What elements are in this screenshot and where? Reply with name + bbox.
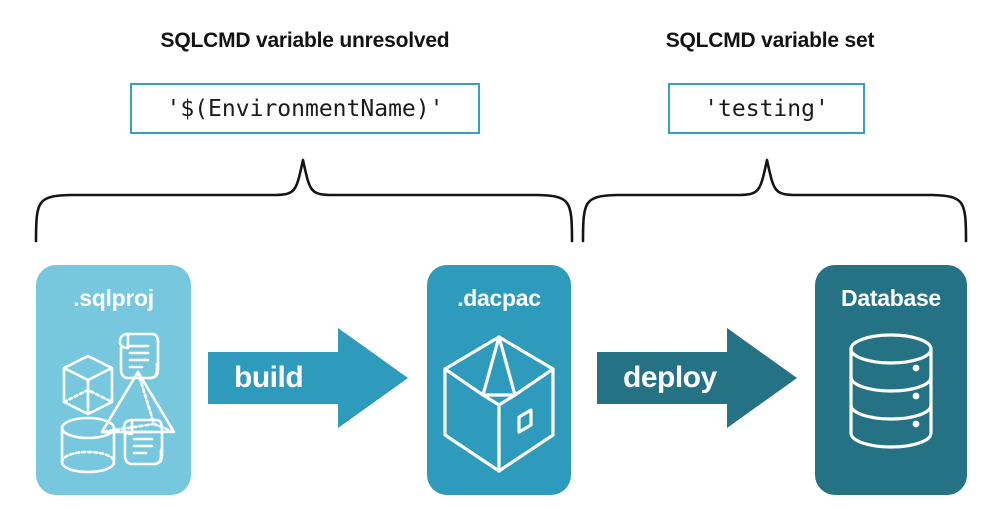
scroll-icon-bottom bbox=[122, 418, 164, 466]
arrow-deploy: deploy bbox=[597, 328, 797, 428]
node-sqlproj[interactable]: .sqlproj bbox=[36, 265, 191, 495]
arrow-deploy-shape bbox=[597, 328, 797, 428]
sqlcmd-variable-unresolved-value: '$(EnvironmentName)' bbox=[130, 83, 480, 134]
node-dacpac-label: .dacpac bbox=[457, 285, 541, 311]
sqlproj-artwork bbox=[60, 332, 176, 474]
section-title-right: SQLCMD variable set bbox=[665, 29, 875, 52]
cube-icon bbox=[62, 354, 114, 416]
scroll-icon-top bbox=[118, 332, 160, 380]
cylinder-icon bbox=[60, 416, 116, 474]
brace-left bbox=[34, 158, 574, 243]
section-title-left: SQLCMD variable unresolved bbox=[160, 29, 450, 52]
package-box-icon bbox=[443, 335, 555, 473]
brace-right bbox=[581, 158, 968, 243]
sqlcmd-variable-set-value: 'testing' bbox=[668, 83, 865, 134]
node-database[interactable]: Database bbox=[815, 265, 967, 495]
node-database-label: Database bbox=[841, 285, 941, 311]
dacpac-artwork bbox=[443, 335, 555, 473]
arrow-build: build bbox=[208, 328, 408, 428]
node-dacpac[interactable]: .dacpac bbox=[427, 265, 571, 495]
node-sqlproj-label: .sqlproj bbox=[73, 285, 154, 311]
database-cylinder-icon bbox=[849, 333, 933, 449]
database-artwork bbox=[849, 333, 933, 449]
arrow-build-shape bbox=[208, 328, 408, 428]
